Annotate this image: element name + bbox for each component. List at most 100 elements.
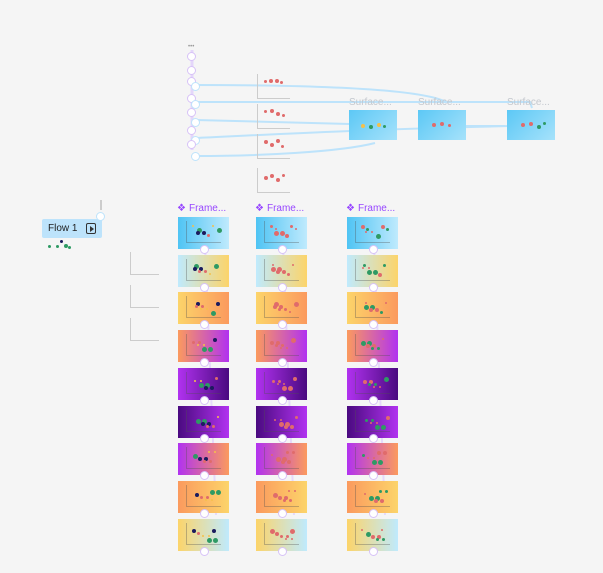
frame-column-title[interactable]: ❖ Frame... (255, 203, 305, 214)
mini-scatter-chart[interactable] (257, 104, 290, 129)
frame-column-title[interactable]: ❖ Frame... (346, 203, 396, 214)
frame-thumbnail[interactable] (256, 405, 307, 438)
connector-node[interactable] (191, 118, 200, 127)
frame-thumbnail[interactable] (178, 367, 229, 400)
connector-node[interactable] (200, 245, 209, 254)
mini-scatter-chart[interactable] (257, 74, 290, 99)
connector-node[interactable] (187, 108, 196, 117)
data-point (206, 495, 209, 499)
frame-thumbnail[interactable] (347, 292, 398, 325)
ellipsis-icon: ••• (188, 44, 195, 50)
data-point (292, 451, 295, 455)
empty-chart[interactable] (130, 318, 159, 341)
surface-frame[interactable] (349, 110, 397, 140)
frame-thumbnail[interactable] (256, 443, 307, 476)
data-point (292, 263, 294, 266)
connector-node[interactable] (278, 358, 287, 368)
frame-thumbnail[interactable] (178, 330, 229, 363)
connector-node[interactable] (278, 508, 287, 518)
frame-column-title[interactable]: ❖ Frame... (177, 203, 227, 214)
frame-thumbnail[interactable] (256, 217, 307, 249)
connector-node[interactable] (200, 358, 209, 368)
frame-thumbnail[interactable] (347, 405, 398, 438)
connector-node[interactable] (278, 320, 287, 330)
connector-node[interactable] (369, 358, 378, 368)
data-point (195, 492, 199, 497)
frame-thumbnail[interactable] (347, 443, 398, 476)
frame-thumbnail[interactable] (256, 292, 307, 325)
connector-node[interactable] (278, 245, 287, 254)
data-point (207, 537, 212, 543)
connector-node[interactable] (369, 245, 378, 254)
chart-axes (186, 334, 221, 357)
connector-node[interactable] (200, 546, 209, 556)
connector-node[interactable] (200, 433, 209, 443)
frame-thumbnail[interactable] (256, 367, 307, 400)
frame-thumbnail[interactable] (178, 480, 229, 513)
data-point (280, 347, 282, 350)
connector-node[interactable] (369, 471, 378, 481)
data-point (282, 385, 287, 391)
flow-starting-point[interactable]: Flow 1 (42, 219, 102, 238)
connector-node[interactable] (278, 433, 287, 443)
frame-thumbnail[interactable] (256, 480, 307, 513)
frame-thumbnail[interactable] (178, 254, 229, 287)
connector-node[interactable] (278, 546, 287, 556)
connector-node[interactable] (200, 282, 209, 292)
connector-node[interactable] (369, 395, 378, 405)
mini-scatter-chart[interactable] (257, 168, 290, 193)
frame-thumbnail[interactable] (178, 405, 229, 438)
empty-chart[interactable] (130, 285, 159, 308)
flow-connector-node[interactable] (96, 212, 105, 221)
connector-node[interactable] (200, 471, 209, 481)
connector-node[interactable] (191, 82, 200, 91)
frame-thumbnail[interactable] (347, 480, 398, 513)
data-point (275, 228, 277, 230)
frame-thumbnail[interactable] (178, 292, 229, 325)
connector-node[interactable] (278, 471, 287, 481)
connector-node[interactable] (369, 320, 378, 330)
connector-node[interactable] (191, 152, 200, 161)
data-point (203, 344, 205, 347)
data-point (199, 382, 204, 388)
connector-node[interactable] (369, 546, 378, 556)
surface-frame[interactable] (418, 110, 466, 140)
connector-node[interactable] (187, 140, 196, 149)
data-point (374, 382, 377, 386)
connector-node[interactable] (200, 508, 209, 518)
frame-thumbnail[interactable] (256, 254, 307, 287)
frame-thumbnail[interactable] (256, 330, 307, 363)
connector-node[interactable] (369, 433, 378, 443)
connector-node[interactable] (191, 100, 200, 109)
data-point (192, 341, 195, 345)
data-point (196, 302, 200, 307)
empty-chart[interactable] (130, 252, 159, 275)
connector-node[interactable] (278, 282, 287, 292)
frame-thumbnail[interactable] (347, 217, 398, 249)
connector-node[interactable] (369, 282, 378, 292)
frame-thumbnail[interactable] (256, 518, 307, 551)
chart-axes (355, 296, 390, 319)
connector-node[interactable] (187, 52, 196, 61)
mini-scatter-chart[interactable] (257, 134, 290, 159)
frame-thumbnail[interactable] (347, 254, 398, 287)
frame-thumbnail[interactable] (178, 217, 229, 249)
connector-node[interactable] (187, 66, 196, 75)
play-frame-icon[interactable] (86, 223, 97, 234)
connector-node[interactable] (200, 320, 209, 330)
connector-node[interactable] (278, 395, 287, 405)
frame-thumbnail[interactable] (178, 443, 229, 476)
frame-thumbnail[interactable] (347, 518, 398, 551)
connector-node[interactable] (187, 126, 196, 135)
data-point (380, 311, 383, 315)
connector-node[interactable] (200, 395, 209, 405)
surface-frame[interactable] (507, 110, 555, 140)
mini-preview[interactable] (44, 240, 72, 252)
data-point (285, 537, 287, 540)
data-point (200, 308, 202, 311)
frame-thumbnail[interactable] (347, 367, 398, 400)
frame-thumbnail[interactable] (347, 330, 398, 363)
data-point (284, 308, 287, 312)
connector-node[interactable] (369, 508, 378, 518)
frame-thumbnail[interactable] (178, 518, 229, 551)
